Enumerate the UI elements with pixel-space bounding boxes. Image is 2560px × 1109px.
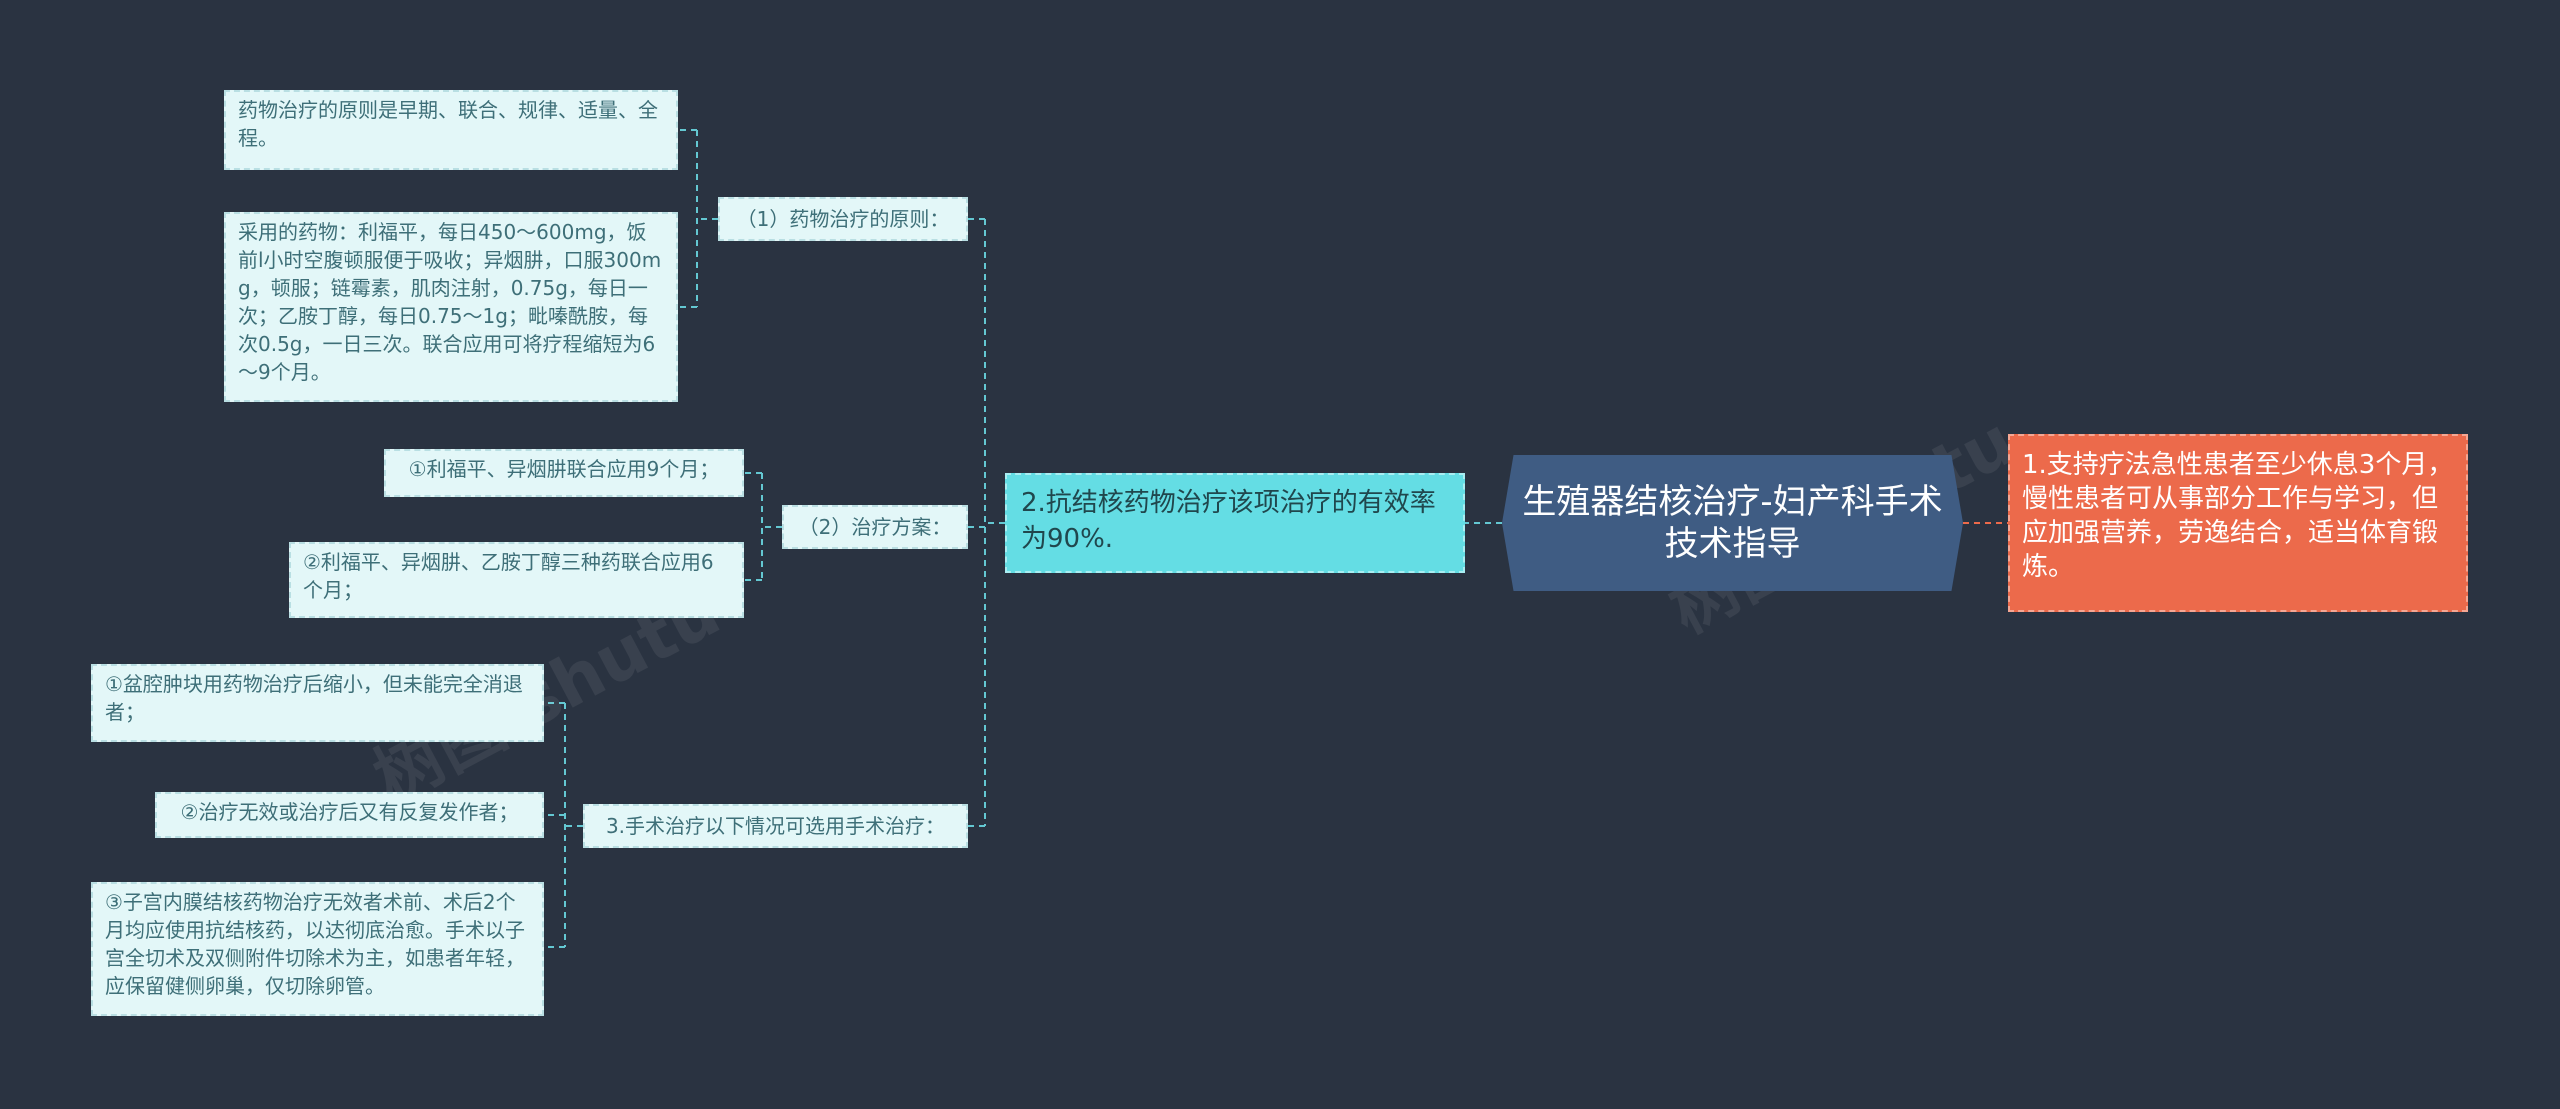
principle-2-text: 采用的药物：利福平，每日450～600mg，饭前l小时空腹顿服便于吸收；异烟肼，… xyxy=(238,220,662,384)
surgery-1-text: ①盆腔肿块用药物治疗后缩小，但未能完全消退者； xyxy=(105,672,523,724)
principle-1-text: 药物治疗的原则是早期、联合、规律、适量、全程。 xyxy=(238,98,658,150)
leaf-surgery-3[interactable]: ③子宫内膜结核药物治疗无效者术前、术后2个月均应使用抗结核药，以达彻底治愈。手术… xyxy=(91,882,544,1016)
leaf-principle-2[interactable]: 采用的药物：利福平，每日450～600mg，饭前l小时空腹顿服便于吸收；异烟肼，… xyxy=(224,212,678,402)
topic-drug-therapy[interactable]: 2.抗结核药物治疗该项治疗的有效率为90%. xyxy=(1005,473,1465,573)
drug-therapy-text: 2.抗结核药物治疗该项治疗的有效率为90%. xyxy=(1021,488,1436,554)
branch-treatment-plan[interactable]: （2）治疗方案： xyxy=(782,505,968,549)
leaf-plan-2[interactable]: ②利福平、异烟肼、乙胺丁醇三种药联合应用6个月； xyxy=(289,542,744,618)
leaf-principle-1[interactable]: 药物治疗的原则是早期、联合、规律、适量、全程。 xyxy=(224,90,678,170)
plan-1-text: ①利福平、异烟肼联合应用9个月； xyxy=(408,457,720,481)
surgery-3-text: ③子宫内膜结核药物治疗无效者术前、术后2个月均应使用抗结核药，以达彻底治愈。手术… xyxy=(105,890,525,998)
surgery-label: 3.手术治疗以下情况可选用手术治疗： xyxy=(605,814,946,838)
branch-drug-principle[interactable]: （1）药物治疗的原则： xyxy=(718,197,968,241)
topic-supportive-therapy[interactable]: 1.支持疗法急性患者至少休息3个月，慢性患者可从事部分工作与学习，但应加强营养，… xyxy=(2008,434,2468,612)
leaf-surgery-2[interactable]: ②治疗无效或治疗后又有反复发作者； xyxy=(155,792,544,838)
surgery-2-text: ②治疗无效或治疗后又有反复发作者； xyxy=(180,800,519,824)
root-title: 生殖器结核治疗-妇产科手术技术指导 xyxy=(1522,482,1943,564)
supportive-therapy-text: 1.支持疗法急性患者至少休息3个月，慢性患者可从事部分工作与学习，但应加强营养，… xyxy=(2022,450,2454,582)
leaf-plan-1[interactable]: ①利福平、异烟肼联合应用9个月； xyxy=(384,449,744,497)
drug-principle-label: （1）药物治疗的原则： xyxy=(736,207,950,231)
branch-surgery[interactable]: 3.手术治疗以下情况可选用手术治疗： xyxy=(583,804,968,848)
root-topic[interactable]: 生殖器结核治疗-妇产科手术技术指导 xyxy=(1502,455,1963,591)
plan-2-text: ②利福平、异烟肼、乙胺丁醇三种药联合应用6个月； xyxy=(303,550,714,602)
treatment-plan-label: （2）治疗方案： xyxy=(798,515,952,539)
leaf-surgery-1[interactable]: ①盆腔肿块用药物治疗后缩小，但未能完全消退者； xyxy=(91,664,544,742)
